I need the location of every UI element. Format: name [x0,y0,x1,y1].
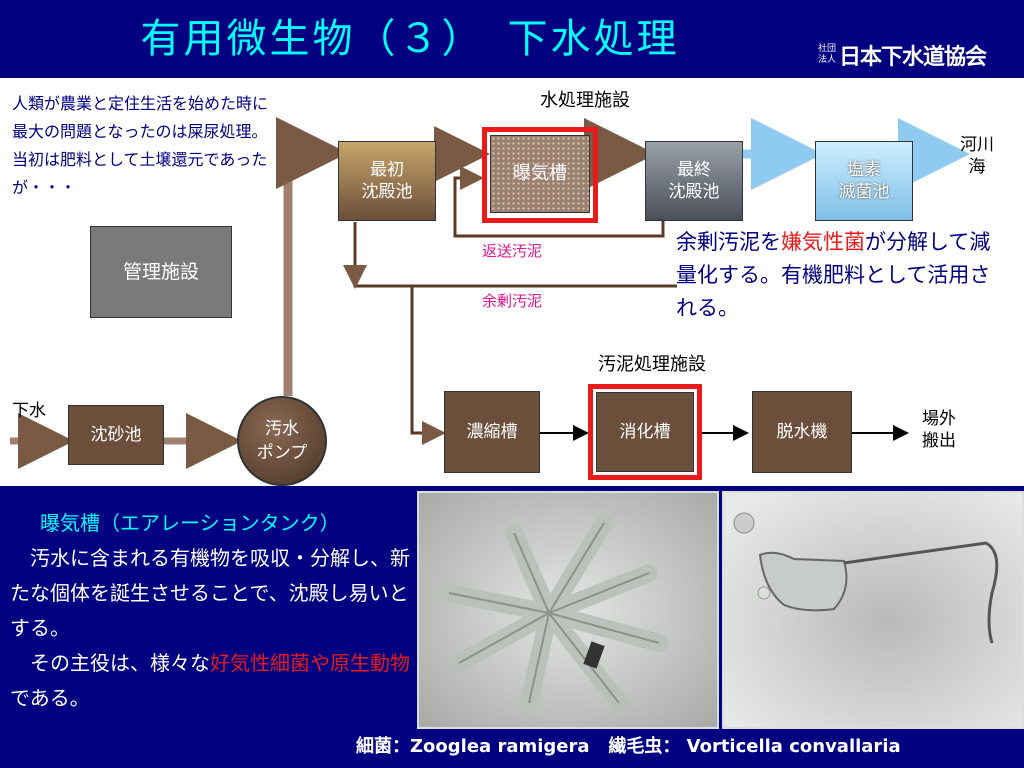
ciliate-label: 繊毛虫： [608,736,681,757]
sewage-treatment-diagram: 人類が農業と定住生活を始めた時に最大の問題となったのは屎尿処理。当初は肥料として… [0,78,1024,486]
aeration-tank-box: 曝気槽 [490,135,590,213]
sewage-pump: 汚水 ポンプ [237,396,327,486]
logo-mark: 社団 法人 [818,44,836,66]
grit-chamber-box: 沈砂池 [68,405,164,465]
logo-mark-bottom: 法人 [818,55,837,65]
association-logo: 社団 法人 日本下水道協会 [818,40,1024,70]
offsite-disposal-label: 場外 搬出 [922,409,956,451]
note-highlight: 嫌気性菌 [781,230,865,254]
dewatering-machine-box: 脱水機 [752,391,852,473]
zoogloea-photo [417,491,719,729]
chlorine-disinfection-box: 塩素 滅菌池 [815,141,913,221]
aeration-tank-caption: 曝気槽（エアレーションタンク） 汚水に含まれる有機物を吸収・分解し、新たな個体を… [10,506,410,716]
caption-heading: 曝気槽（エアレーションタンク） [40,511,340,535]
sludge-section-label: 汚泥処理施設 [598,354,706,375]
excess-sludge-note: 余剰汚泥を嫌気性菌が分解して減量化する。有機肥料として活用される。 [676,226,1006,325]
sludge-feed-line [410,286,446,445]
species-caption: 細菌：Zooglea ramigera 繊毛虫： Vorticella conv… [356,732,1020,758]
caption-paragraph-2-start: その主役は、様々な [30,651,210,675]
zoogloea-bacteria-micrograph-icon [419,493,717,727]
pump-to-primary-pipe [276,117,348,396]
thickener-box: 濃縮槽 [444,391,540,473]
logo-mark-top: 社団 [818,44,837,54]
final-sedimentation-box: 最終 沈殿池 [645,141,743,221]
excess-sludge-label: 余剰汚泥 [482,292,543,310]
bacteria-label: 細菌： [356,736,410,757]
bacteria-name: Zooglea ramigera [410,736,590,757]
intro-text: 人類が農業と定住生活を始めた時に最大の問題となったのは屎尿処理。当初は肥料として… [12,94,269,197]
flow-arrows [10,117,970,469]
primary-sedimentation-box: 最初 沈殿池 [338,141,436,221]
river-sea-label: 河川 海 [960,135,994,177]
management-facility-box: 管理施設 [90,226,232,318]
sewage-input-label: 下水 [12,401,46,421]
page-title: 有用微生物（３） 下水処理 [140,16,680,62]
note-text-2: が分解して減量化する。有機肥料として活用される。 [676,230,991,320]
vorticella-micrograph-icon [724,493,1022,727]
return-sludge-label: 返送汚泥 [482,242,543,260]
note-text-1: 余剰汚泥を [676,230,781,254]
aeration-tank-highlight [482,127,598,223]
digester-highlight [588,384,702,480]
water-section-label: 水処理施設 [540,90,630,111]
vorticella-photo [722,491,1024,729]
digester-box: 消化槽 [596,392,694,472]
caption-paragraph-1: 汚水に含まれる有機物を吸収・分解し、新たな個体を誕生させることで、沈殿し易いとす… [10,546,410,640]
logo-name: 日本下水道協会 [839,45,987,70]
ciliate-name: Vorticella convallaria [686,736,901,757]
caption-highlight: 好気性細菌や原生動物 [210,651,410,675]
caption-paragraph-2-end: である。 [10,686,90,710]
return-sludge-line [453,166,665,238]
